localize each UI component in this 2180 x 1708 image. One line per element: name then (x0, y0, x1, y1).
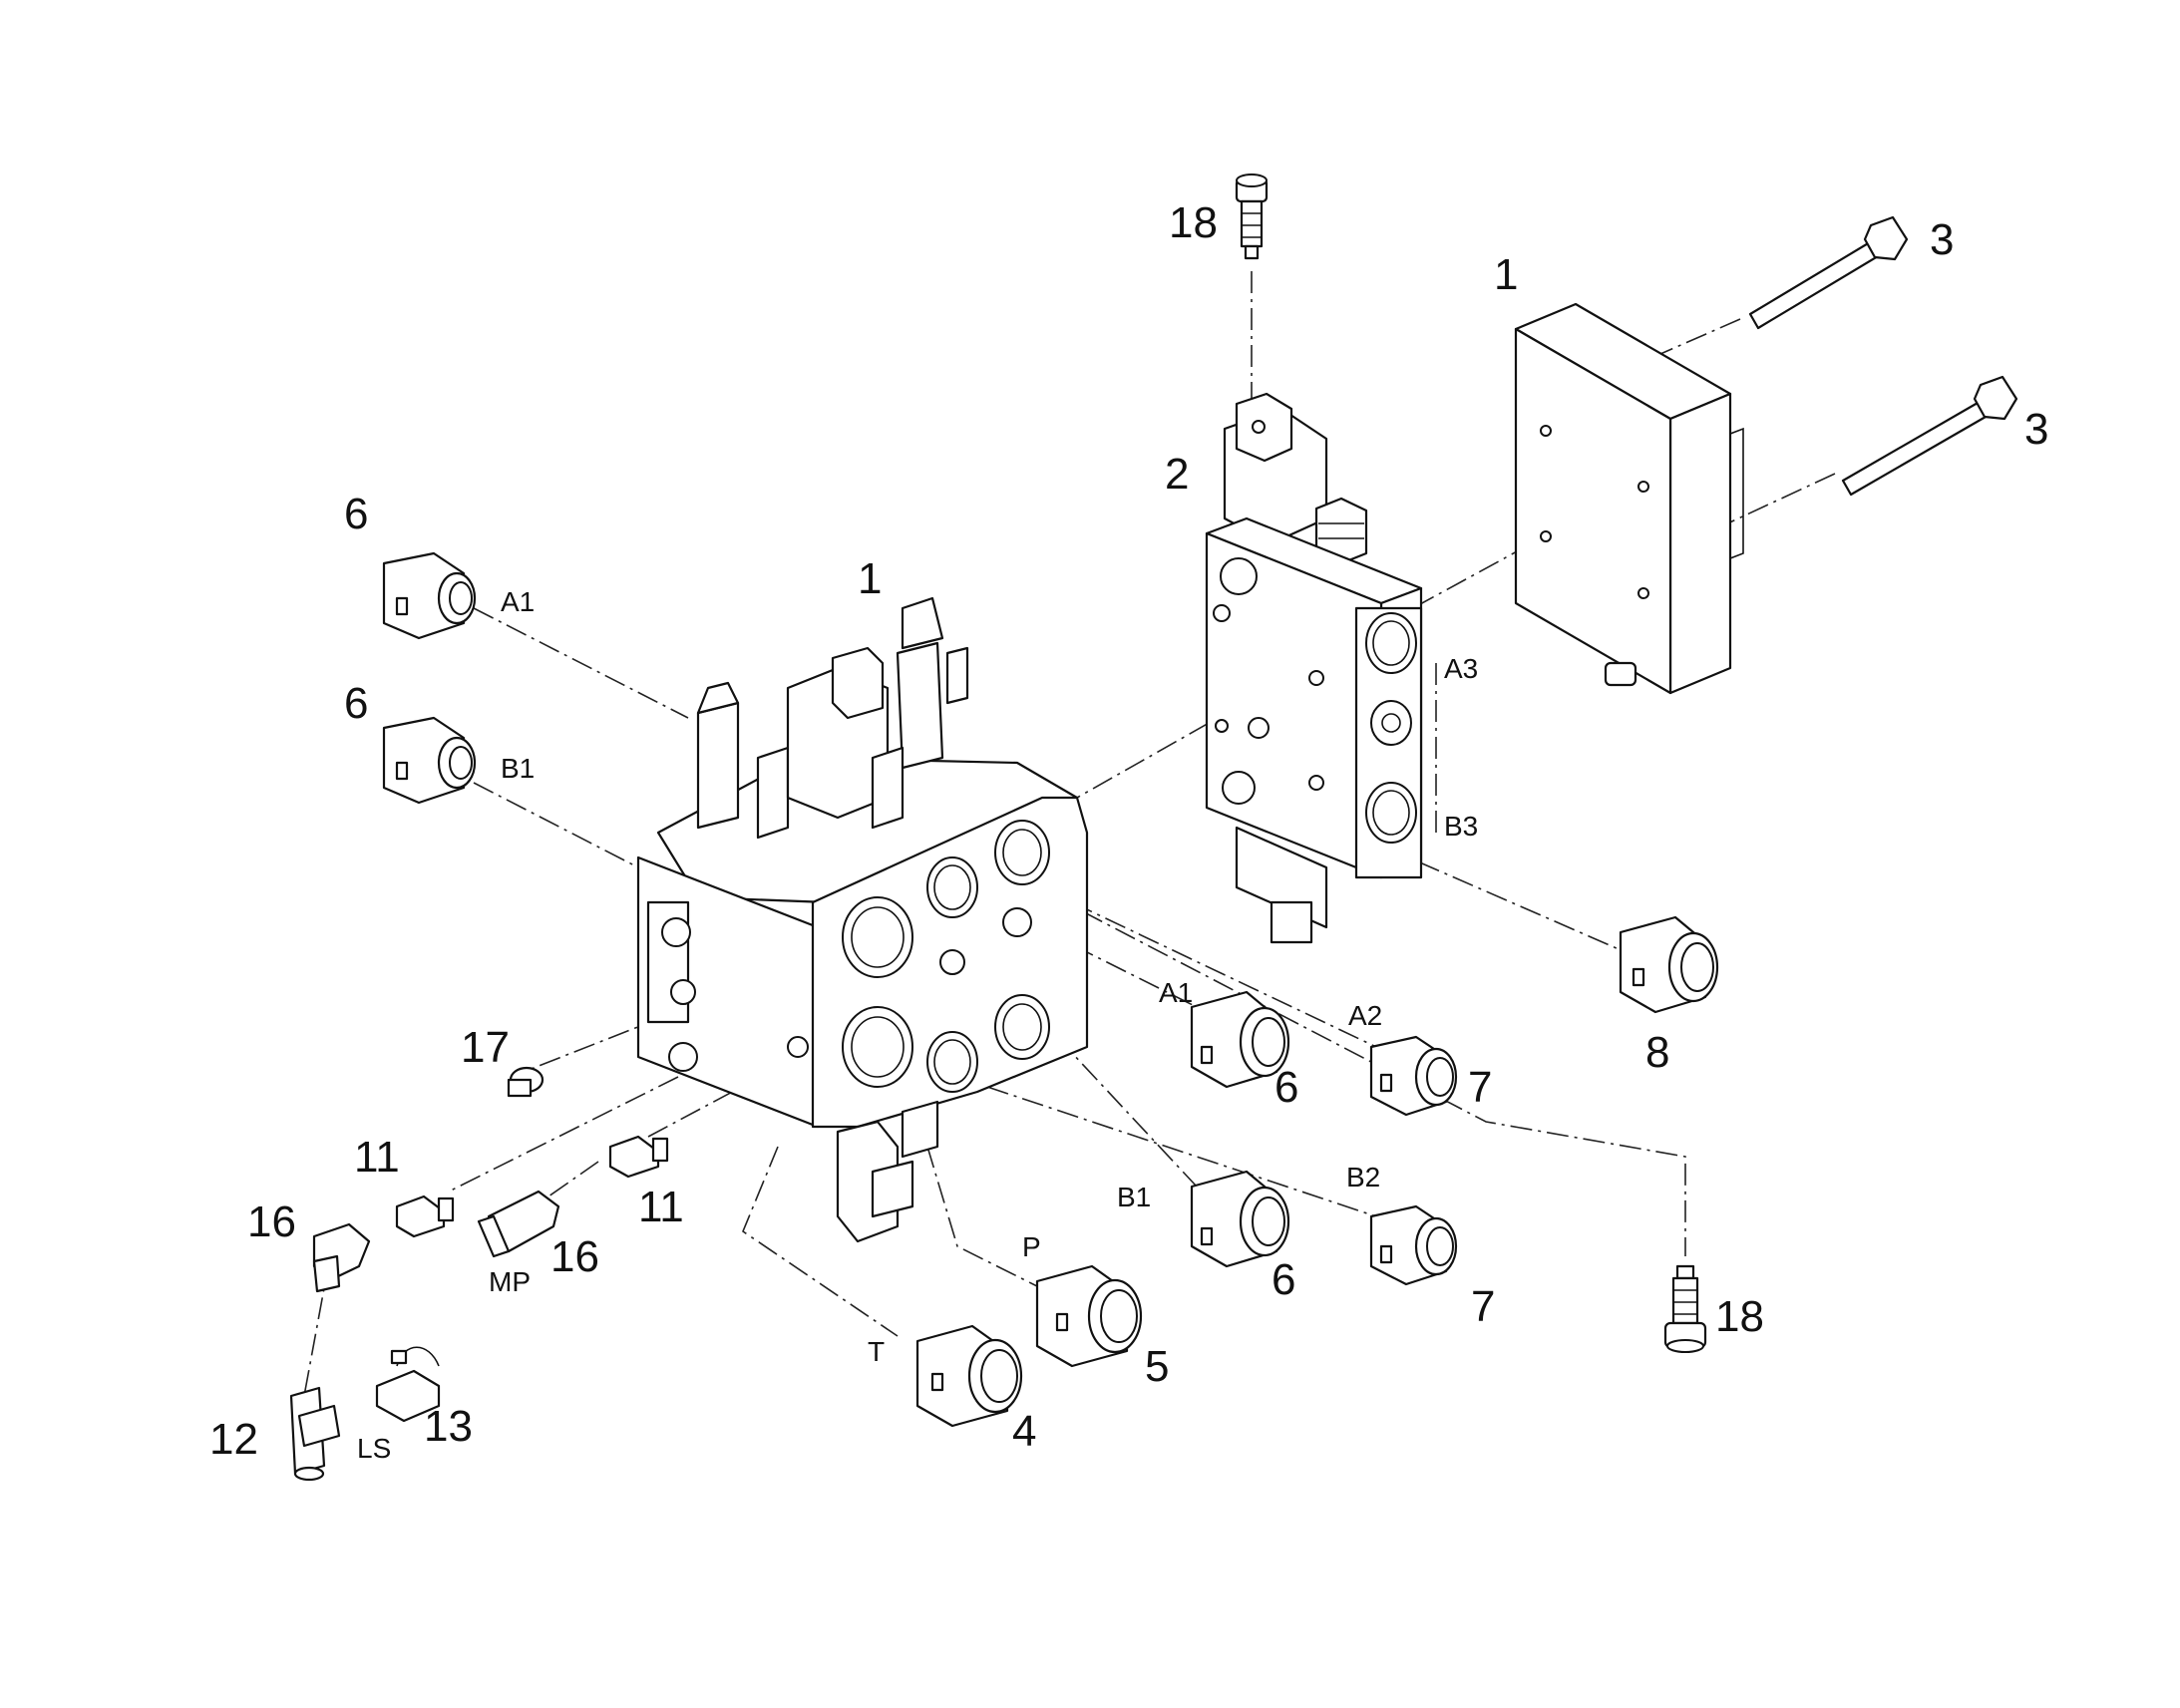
port-label-b2: B2 (1346, 1162, 1380, 1193)
part-11-nipple-right (608, 1135, 669, 1179)
leader-7-a2 (1071, 901, 1377, 1048)
part-17-plug (507, 1066, 545, 1098)
part-18-top (1235, 173, 1269, 260)
leader-6-a1 (473, 607, 689, 719)
leader-17 (523, 1016, 664, 1073)
port-labels: A1 B1 A3 B3 A1 A2 B1 B2 P T MP LS (357, 586, 1478, 1464)
callout-18-top: 18 (1169, 198, 1218, 247)
callout-12: 12 (209, 1415, 258, 1464)
leader-5 (926, 1146, 1038, 1287)
callout-4: 4 (1012, 1407, 1036, 1456)
part-block-bottom-fittings (836, 1100, 939, 1243)
leader-7-b2 (986, 1086, 1377, 1217)
part-7-fitting-a2 (1369, 1035, 1458, 1117)
part-4-fitting-t (915, 1324, 1023, 1428)
callout-1-plate: 1 (1494, 250, 1518, 299)
callout-6-b1: 6 (344, 679, 368, 728)
part-1-main-valve-block (636, 596, 1089, 1129)
port-label-p: P (1022, 1231, 1041, 1262)
port-label-t: T (868, 1336, 885, 1367)
part-16-elbow-mp (477, 1190, 560, 1258)
callout-7-b2: 7 (1471, 1282, 1495, 1331)
part-16-elbow-left (312, 1222, 371, 1293)
part-1-end-plate (1514, 302, 1744, 695)
leader-6-front-a1 (1006, 911, 1198, 1008)
callout-5: 5 (1145, 1342, 1169, 1391)
leader-16-12 (303, 1260, 330, 1397)
callout-16-left: 16 (247, 1197, 296, 1246)
leader-6-front-b1 (1056, 1036, 1198, 1188)
part-6-fitting-a1-left (382, 551, 477, 640)
callout-3-bottom: 3 (2024, 405, 2048, 454)
callout-6-front-b1: 6 (1272, 1255, 1295, 1304)
part-5-fitting-p (1035, 1264, 1143, 1368)
callout-13: 13 (424, 1402, 473, 1451)
callout-7-a2: 7 (1468, 1063, 1492, 1112)
part-7-fitting-b2 (1369, 1204, 1458, 1286)
port-label-ls: LS (357, 1433, 391, 1464)
part-8-fitting (1619, 915, 1719, 1014)
part-6-fitting-a1-front (1190, 990, 1290, 1089)
part-6-fitting-b1-front (1190, 1170, 1290, 1268)
leader-11-left (448, 1076, 679, 1193)
callout-3-top: 3 (1930, 215, 1954, 264)
leader-3-top (1659, 318, 1741, 355)
port-label-a2: A2 (1348, 1000, 1382, 1031)
port-label-b1-left: B1 (501, 753, 535, 784)
callout-2: 2 (1165, 450, 1189, 499)
part-12-tee (289, 1386, 341, 1482)
port-label-b1-front: B1 (1117, 1182, 1151, 1212)
callout-17: 17 (461, 1023, 510, 1072)
leader-6-b1 (473, 782, 639, 868)
callout-6-a1: 6 (344, 490, 368, 538)
callout-6-front-a1: 6 (1274, 1063, 1298, 1112)
part-3-bolt-bottom (1841, 375, 2018, 497)
leader-4 (742, 1146, 899, 1337)
part-3-bolt-top (1748, 215, 1909, 330)
part-11-nipple-left (395, 1195, 455, 1238)
part-6-fitting-b1-left (382, 716, 477, 805)
callout-11-left: 11 (354, 1133, 400, 1182)
part-18-bottom (1663, 1264, 1707, 1353)
port-label-mp: MP (489, 1266, 531, 1297)
callout-16-mp: 16 (550, 1232, 599, 1281)
port-label-b3: B3 (1444, 811, 1478, 842)
callout-11-right: 11 (638, 1183, 684, 1231)
callout-labels: 18 3 1 3 2 6 1 6 17 11 16 16 11 12 13 4 … (209, 198, 2048, 1464)
part-2-valve-section (1205, 392, 1423, 944)
leader-16-mp (547, 1161, 599, 1197)
port-label-a3: A3 (1444, 653, 1478, 684)
port-label-a1-front: A1 (1159, 977, 1193, 1008)
callout-18-bottom: 18 (1715, 1292, 1764, 1341)
port-label-a1-left: A1 (501, 586, 535, 617)
callout-1-main: 1 (858, 554, 882, 603)
callout-8: 8 (1645, 1028, 1669, 1077)
part-13-test-coupling (375, 1346, 441, 1423)
